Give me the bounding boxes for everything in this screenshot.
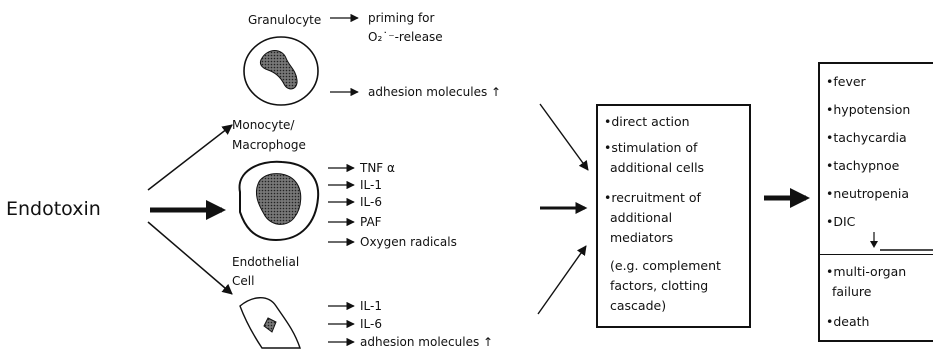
effect-il6: IL-6 bbox=[360, 195, 382, 209]
outcome-neutropenia: •neutropenia bbox=[826, 186, 910, 201]
effect-il1: IL-1 bbox=[360, 178, 382, 192]
endotoxin-label: Endotoxin bbox=[6, 198, 101, 220]
outcome-death: •death bbox=[826, 314, 870, 329]
mechanism-direct-action: •direct action bbox=[604, 114, 690, 129]
mechanism-example-line1: (e.g. complement bbox=[610, 258, 721, 273]
outcome-hypotension: •hypotension bbox=[826, 102, 911, 117]
effect-adhesion-molecules: adhesion molecules ↑ bbox=[368, 85, 502, 99]
arrow-to-endothelial bbox=[147, 221, 233, 295]
arrow-endothelial-to-box bbox=[537, 245, 587, 315]
mechanisms-box: •direct action •stimulation of additiona… bbox=[596, 104, 751, 328]
mechanism-recruitment-cont1: additional bbox=[610, 210, 673, 225]
granulocyte-label: Granulocyte bbox=[248, 13, 322, 27]
effect-priming-line2: O₂˙⁻-release bbox=[368, 30, 443, 44]
outcome-multi-organ-cont: failure bbox=[832, 284, 872, 299]
mechanism-recruitment: •recruitment of bbox=[604, 190, 701, 205]
endothelial-label-line2: Cell bbox=[232, 274, 255, 288]
monocyte-label-line1: Monocyte/ bbox=[232, 118, 295, 132]
macrophage-nucleus bbox=[255, 173, 302, 225]
effect-endo-adhesion: adhesion molecules ↑ bbox=[360, 335, 494, 349]
effect-priming-line1: priming for bbox=[368, 11, 435, 25]
mechanism-stimulation-cont: additional cells bbox=[610, 160, 705, 175]
effect-oxygen-radicals: Oxygen radicals bbox=[360, 235, 457, 249]
outcome-fever: •fever bbox=[826, 74, 866, 89]
mechanism-example-line3: cascade) bbox=[610, 298, 667, 313]
dic-progression-arrow bbox=[870, 232, 933, 251]
mechanism-recruitment-cont2: mediators bbox=[610, 230, 674, 245]
outcome-dic: •DIC bbox=[826, 214, 856, 229]
mechanism-example-line2: factors, clotting bbox=[610, 278, 709, 293]
granulocyte-nucleus bbox=[259, 50, 298, 90]
endothelial-nucleus bbox=[263, 317, 277, 333]
mechanism-stimulation: •stimulation of bbox=[604, 140, 698, 155]
outcome-tachycardia: •tachycardia bbox=[826, 130, 907, 145]
arrow-to-monocyte bbox=[147, 124, 233, 191]
endothelial-label-line1: Endothelial bbox=[232, 255, 300, 269]
arrow-granulocyte-to-box bbox=[539, 103, 589, 171]
effect-endo-il1: IL-1 bbox=[360, 299, 382, 313]
outcome-multi-organ: •multi-organ bbox=[826, 264, 907, 279]
effect-tnf: TNF α bbox=[360, 161, 395, 175]
outcomes-box: •fever •hypotension •tachycardia •tachyp… bbox=[818, 62, 933, 342]
effect-paf: PAF bbox=[360, 215, 382, 229]
effect-endo-il6: IL-6 bbox=[360, 317, 382, 331]
monocyte-label-line2: Macrophoge bbox=[232, 138, 306, 152]
outcomes-divider bbox=[820, 254, 933, 255]
outcome-tachypnoe: •tachypnoe bbox=[826, 158, 900, 173]
